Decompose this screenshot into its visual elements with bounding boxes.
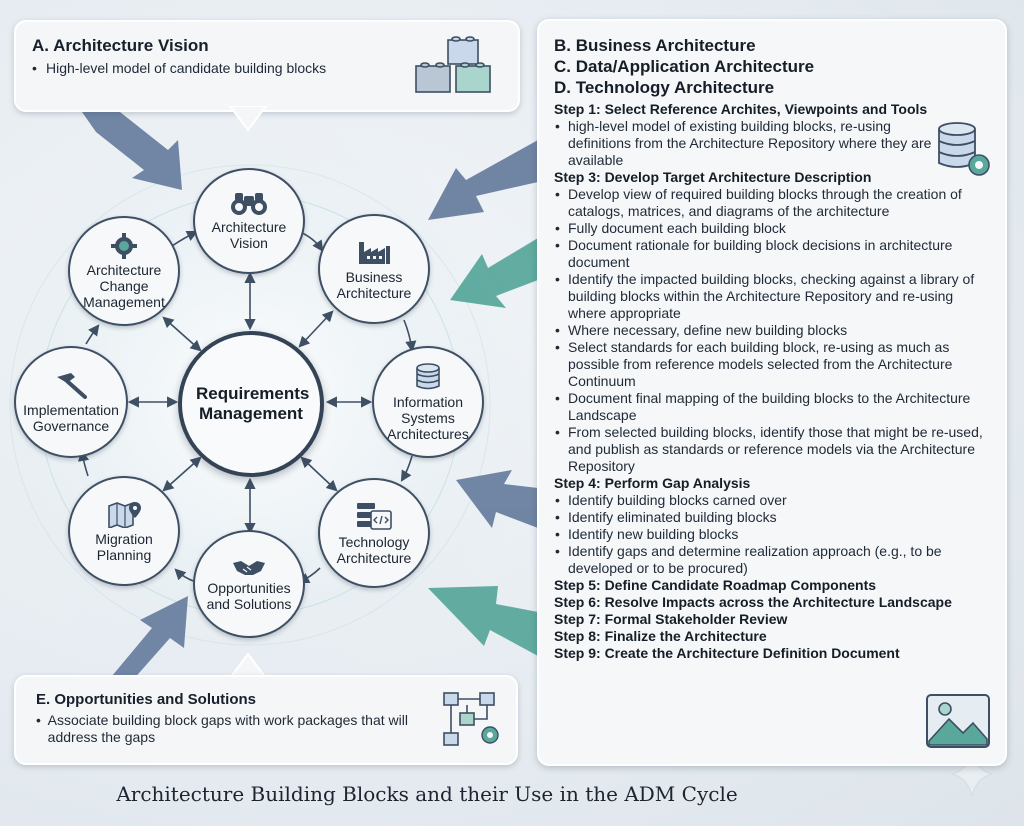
image-icon	[926, 694, 990, 748]
node-opportunities-and-solutions[interactable]: Opportunities and Solutions	[193, 530, 305, 638]
node-label: Architecture Vision	[211, 218, 287, 251]
callout-a-title: A. Architecture Vision	[32, 36, 209, 55]
sparkle-icon	[951, 751, 993, 797]
step-item: Document rationale for building block de…	[554, 237, 994, 271]
step-item: Develop view of required building blocks…	[554, 186, 994, 220]
step-title: Step 1: Select Reference Archites, Viewp…	[554, 101, 928, 117]
map-pin-icon	[108, 501, 141, 528]
step-title: Step 9: Create the Architecture Definiti…	[554, 645, 900, 661]
step-item: Fully document each building block	[554, 220, 994, 237]
node-label: Business Architecture	[336, 268, 412, 301]
node-label: Technology Architecture	[336, 533, 412, 566]
factory-icon	[359, 241, 390, 264]
gear-globe-icon	[111, 232, 137, 259]
center-label: Requirements Management	[196, 384, 310, 423]
node-label: Information Systems Architectures	[387, 393, 469, 442]
node-requirements-management[interactable]: Requirements Management	[178, 331, 324, 477]
node-architecture-change-management[interactable]: Architecture Change Management	[68, 216, 180, 326]
callout-architecture-vision: A. Architecture Vision •High-level model…	[14, 20, 520, 112]
step-item: Identify the impacted building blocks, c…	[554, 271, 994, 322]
step-title: Step 5: Define Candidate Roadmap Compone…	[554, 577, 877, 593]
callout-a-pointer	[228, 106, 268, 132]
workflow-gear-icon	[443, 692, 499, 746]
arrow-to-technology-1	[456, 470, 538, 528]
step-item-list: Identify building blocks carned overIden…	[554, 492, 994, 577]
node-label: Implementation Governance	[23, 401, 119, 434]
database-gear-icon	[938, 122, 990, 176]
callout-arrows	[66, 112, 538, 690]
node-architecture-vision[interactable]: Architecture Vision	[193, 168, 305, 274]
heading-technology-architecture: D. Technology Architecture	[554, 78, 775, 97]
arrow-callout-e	[66, 596, 188, 690]
figure-caption: Architecture Building Blocks and their U…	[116, 782, 738, 806]
building-blocks-icon	[415, 36, 491, 93]
binoculars-icon	[231, 192, 267, 215]
step-title: Step 7: Formal Stakeholder Review	[554, 611, 788, 627]
step-item: Identify building blocks carned over	[554, 492, 994, 509]
step-title: Step 6: Resolve Impacts across the Archi…	[554, 594, 952, 610]
hammer-icon	[57, 372, 87, 399]
callout-opportunities-solutions: E. Opportunities and Solutions •Associat…	[14, 675, 518, 765]
right-panel-steps: Step 1: Select Reference Archites, Viewp…	[554, 101, 994, 662]
step-item: Select standards for each building block…	[554, 339, 994, 390]
node-technology-architecture[interactable]: Technology Architecture	[318, 478, 430, 588]
step-item: high-level model of existing building bl…	[554, 118, 938, 169]
arrow-to-technology-2	[428, 586, 538, 656]
callout-e-item: •Associate building block gaps with work…	[36, 712, 408, 745]
step-item: Where necessary, define new building blo…	[554, 322, 994, 339]
step-item: Identify eliminated building blocks	[554, 509, 994, 526]
heading-data-application-architecture: C. Data/Application Architecture	[554, 57, 815, 76]
server-code-icon	[357, 502, 392, 530]
step-title: Step 8: Finalize the Architecture	[554, 628, 767, 644]
node-information-systems-architectures[interactable]: Information Systems Architectures	[372, 346, 484, 458]
node-migration-planning[interactable]: Migration Planning	[68, 476, 180, 586]
step-item: From selected building blocks, identify …	[554, 424, 994, 475]
step-title: Step 3: Develop Target Architecture Desc…	[554, 169, 872, 185]
step-item-list: Develop view of required building blocks…	[554, 186, 994, 475]
spoke-connectors	[127, 271, 373, 535]
database-icon	[416, 362, 440, 389]
node-label: Migration Planning	[95, 530, 153, 563]
step-item: Identify gaps and determine realization …	[554, 543, 994, 577]
arrow-to-business-1	[428, 140, 538, 220]
callout-a-item: •High-level model of candidate building …	[32, 60, 327, 76]
right-panel-phases-b-c-d: B. Business Architecture C. Data/Applica…	[537, 19, 1007, 766]
heading-business-architecture: B. Business Architecture	[554, 36, 756, 55]
node-label: Opportunities and Solutions	[206, 579, 292, 612]
handshake-icon	[233, 560, 265, 575]
step-item: Identify new building blocks	[554, 526, 994, 543]
arrow-callout-a	[82, 112, 182, 190]
node-label: Architecture Change Management	[83, 261, 165, 310]
node-business-architecture[interactable]: Business Architecture	[318, 214, 430, 324]
right-panel-headings: B. Business Architecture C. Data/Applica…	[554, 35, 814, 98]
callout-e-title: E. Opportunities and Solutions	[36, 691, 256, 708]
step-title: Step 4: Perform Gap Analysis	[554, 475, 751, 491]
step-item: Document final mapping of the building b…	[554, 390, 994, 424]
arrow-to-business-2	[450, 238, 538, 308]
callout-e-pointer	[228, 652, 268, 678]
node-implementation-governance[interactable]: Implementation Governance	[14, 346, 128, 458]
step-item-list: high-level model of existing building bl…	[554, 118, 994, 169]
